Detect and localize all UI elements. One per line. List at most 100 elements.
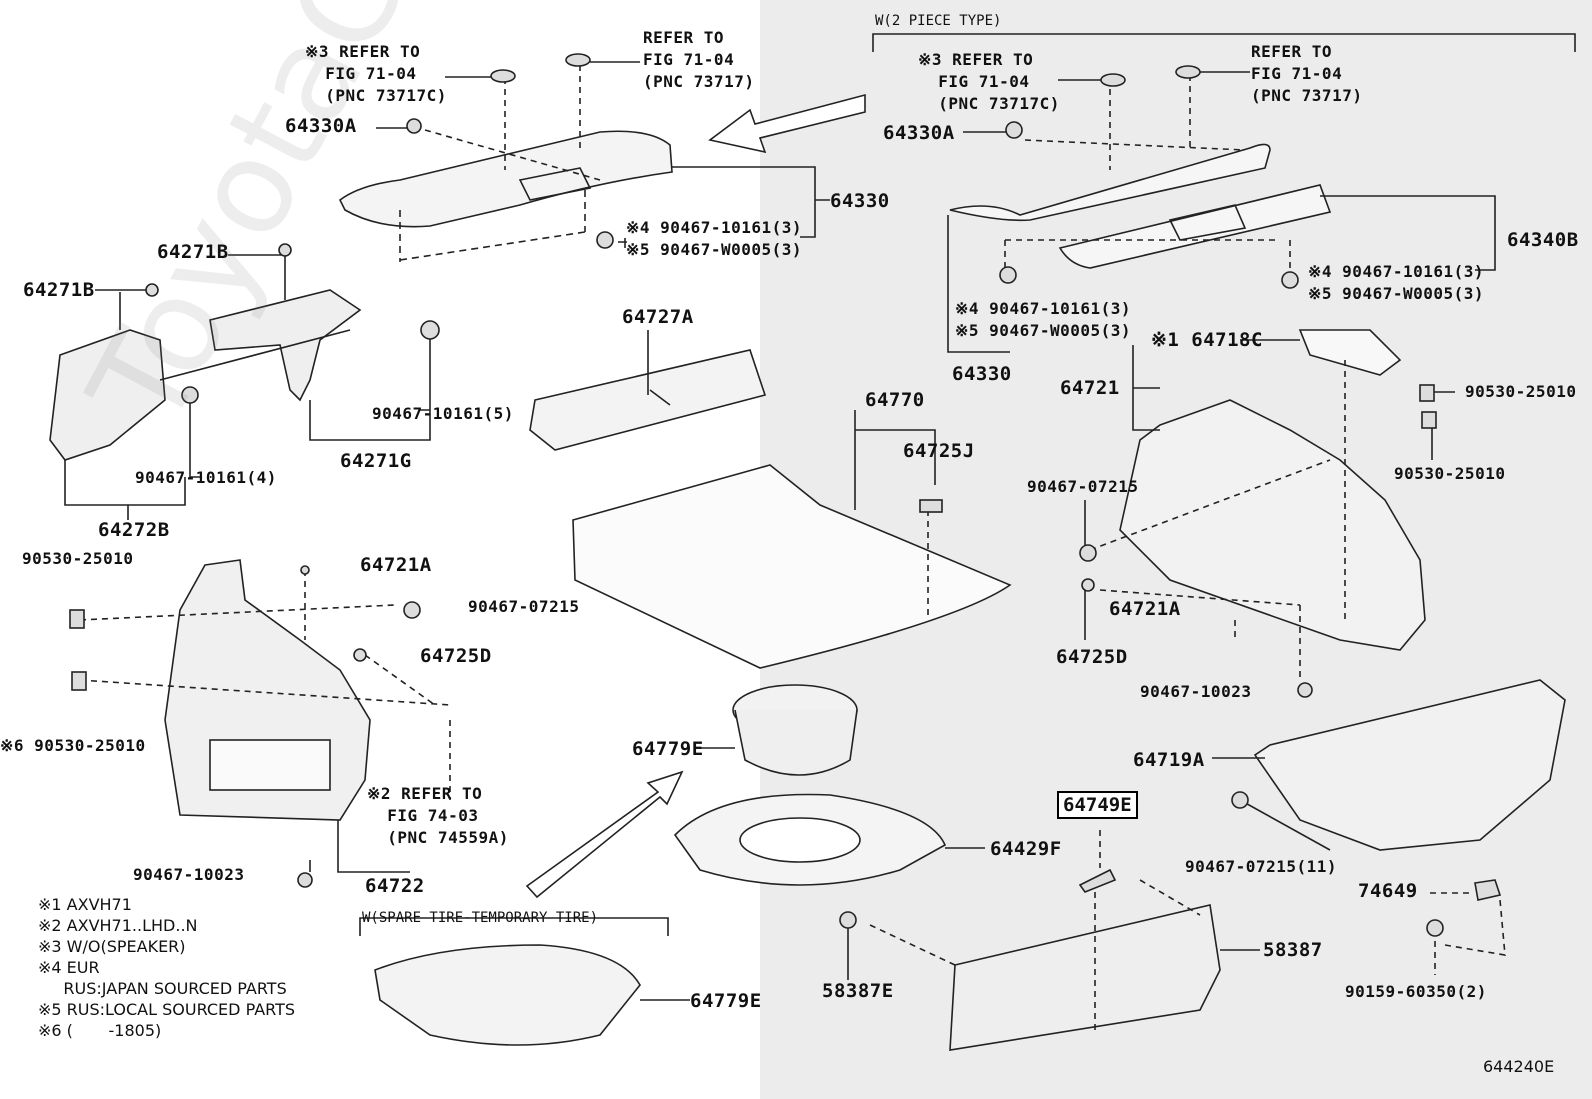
tray-64340B-opening [1168,204,1247,241]
label-64330a-left: 64330A [285,115,357,137]
ref-73717-left: REFER TO FIG 71-04 (PNC 73717) [643,28,755,91]
bolt-58387E-icon [839,911,857,929]
bolt-90467-10161-icon-b [420,320,440,340]
label-64725j: 64725J [903,440,975,462]
bolt-90467-10161-icon-a [181,386,199,404]
trim-panel-64272B [49,329,166,461]
two-piece-dashes [1004,75,1291,270]
label-64719a: 64719A [1133,749,1205,771]
note-5: ※5 RUS:LOCAL SOURCED PARTS [38,1000,296,1019]
label-64271g: 64271G [340,450,412,472]
ref-73717-right: REFER TO FIG 71-04 (PNC 73717) [1251,42,1363,105]
clip-90530-icon-d [71,671,87,691]
trim-64722-dashes [79,570,451,800]
label-90467-10161-4: 90467-10161(4) [135,468,277,487]
clip-90467-10023-icon [1297,682,1313,698]
trim-64719A-leaders [1212,757,1331,851]
label-90530-d: ※6 90530-25010 [0,736,146,755]
trim-64722-leaders [309,820,410,873]
ref-74559a: ※2 REFER TO FIG 74-03 (PNC 74559A) [367,784,509,847]
trim-58387-label-leaders [847,925,1260,980]
panel-64727A [529,349,767,451]
trim-64721-clip-leaders [1084,391,1455,640]
label-64721: 64721 [1060,377,1120,399]
clip-64725J-icon [919,499,943,513]
bolt-ref-left: ※4 90467-10161(3) ※5 90467-W0005(3) [626,218,803,259]
trim-64721-leaders [1132,339,1300,431]
tray-64340B-leader [1320,195,1496,271]
label-58387: 58387 [1263,939,1323,961]
trim-panel-64271G [209,289,362,402]
trim-64721-dashes [1089,360,1346,680]
bolt-90467-07215-icon [1079,544,1097,562]
label-64727a: 64727A [622,306,694,328]
label-90467-07215-11: 90467-07215(11) [1185,857,1337,876]
notes-legend: ※1 AXVH71 ※2 AXVH71..LHD..N ※3 W/O(SPEAK… [38,894,295,1041]
speaker-clip-icon-b [1100,73,1126,87]
note-4-cont: RUS:JAPAN SOURCED PARTS [38,979,287,998]
clip-90530-icon-b [1421,411,1437,429]
label-64429f: 64429F [990,838,1062,860]
package-tray-opening [518,167,592,201]
two-piece-bracket [872,33,1576,52]
trim-panel-64719A [1253,679,1566,851]
trim-64272B-bracket [64,460,186,520]
speaker-clip-icon [490,69,516,83]
label-64272b: 64272B [98,519,170,541]
clip-64271B-icon-b [278,243,292,257]
clip-64749E-icon [1078,868,1117,893]
label-90467-10023-right: 90467-10023 [1140,682,1252,701]
bolt-ref-right: ※4 90467-10161(3) ※5 90467-W0005(3) [1308,262,1485,303]
note-6: ※6 ( -1805) [38,1021,162,1040]
tray-spare-64779E [374,944,641,1046]
trim-64722-recess [209,739,331,791]
label-64725d-right: 64725D [1056,646,1128,668]
clip-icon-b [1175,65,1201,79]
trim-leaders-b [189,335,431,478]
label-74649: 74649 [1358,880,1418,902]
label-90467-07215-a: 90467-07215 [1027,477,1139,496]
direction-arrow-top [708,93,866,154]
label-58387e: 58387E [822,980,894,1002]
label-64770: 64770 [865,389,925,411]
tray-ref-leaders [376,61,640,248]
label-90530-b: 90530-25010 [1394,464,1506,483]
figure-code: 644240E [1483,1057,1555,1076]
tray-64340B [1058,184,1332,269]
label-90467-07215-b: 90467-07215 [468,597,580,616]
ref-73717c-left: ※3 REFER TO FIG 71-04 (PNC 73717C) [305,42,447,105]
label-64722: 64722 [365,875,425,897]
clip-90467-10023-icon-b [297,872,313,888]
tray-64330-two-piece [949,143,1271,222]
trim-panel-58387 [949,904,1221,1051]
tray-leader-dashes [399,190,586,262]
note-4: ※4 EUR [38,958,100,977]
clip-icon [565,53,591,67]
label-64330-left: 64330 [830,190,890,212]
tray-64330-b-leader [947,215,1010,353]
package-tray-panel-64330 [338,130,673,228]
bolt-90467-07215-icon-c [1231,791,1249,809]
note-3: ※3 W/O(SPEAKER) [38,937,186,956]
label-90467-10023-left: 90467-10023 [133,865,245,884]
direction-arrow-bottom [525,770,684,899]
label-64330a-right: 64330A [883,122,955,144]
trim-58387-leaders [869,830,1201,1030]
label-90467-10161-5: 90467-10161(5) [372,404,514,423]
tray-clip-dashes [424,65,601,181]
floor-mat-64770 [572,464,1012,669]
clip-64330A-icon-b [1005,121,1023,139]
clip-74649-leaders [1430,892,1506,975]
label-64271b-a: 64271B [23,279,95,301]
label-64330-right: 64330 [952,363,1012,385]
label-90159-60350: 90159-60350(2) [1345,982,1487,1001]
trim-panel-64721 [1119,399,1426,651]
section-title-spare-tire: W(SPARE TIRE-TEMPORARY TIRE) [362,910,599,926]
bolt-90159-icon [1426,919,1444,937]
bolt-icon [596,231,614,249]
mat-leaders [854,410,936,510]
label-64749e-highlighted: 64749E [1057,791,1138,819]
note-1: ※1 AXVH71 [38,895,132,914]
clip-90530-icon-a [1419,384,1435,402]
label-64721a-left: 64721A [360,554,432,576]
